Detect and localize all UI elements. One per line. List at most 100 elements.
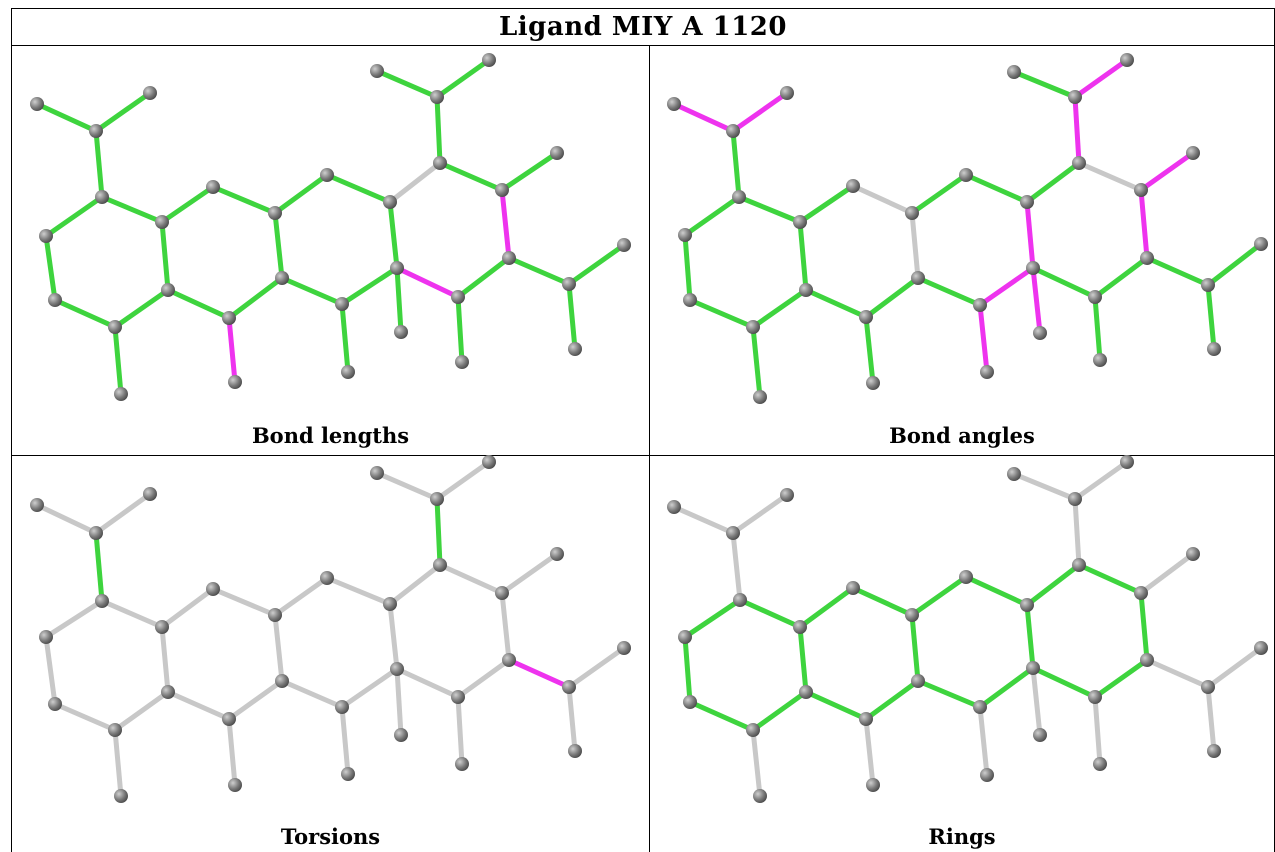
- bond-b18-b19: [963, 172, 1030, 205]
- atom-c24: [502, 653, 516, 667]
- atom-c32: [617, 641, 631, 655]
- atom-b24: [1140, 251, 1154, 265]
- atom-d26: [1186, 547, 1200, 561]
- bond-d27-d28: [1072, 496, 1082, 568]
- atom-c2: [143, 487, 157, 501]
- bond-d4-d5: [682, 597, 743, 640]
- bond-a28-a29: [374, 68, 440, 100]
- bond-c11-c12: [210, 586, 278, 618]
- bond-a12-a13: [272, 210, 285, 281]
- bond-a27-a28: [434, 94, 443, 166]
- bond-a24-a31: [506, 255, 572, 287]
- bond-a25-a26: [499, 150, 560, 193]
- bond-d31-d32: [1205, 645, 1264, 690]
- bond-b22-b23: [1092, 294, 1103, 363]
- bond-d24-d25: [1138, 590, 1150, 663]
- atom-d27: [1072, 558, 1086, 572]
- atom-b17: [980, 365, 994, 379]
- bond-b10-b4: [736, 194, 803, 225]
- atom-a14: [222, 311, 236, 325]
- panel-torsions: [30, 455, 631, 803]
- bond-d22-d23: [1092, 694, 1103, 767]
- bond-d20-d16: [977, 665, 1036, 710]
- bond-c7-c9: [112, 689, 171, 733]
- bond-c28-c29: [374, 470, 440, 502]
- atom-c30: [482, 455, 496, 469]
- bond-b25-b27: [1076, 160, 1144, 193]
- bond-b11-b12: [850, 183, 915, 216]
- atom-b23: [1093, 353, 1107, 367]
- bond-b9-b10: [797, 219, 809, 293]
- bond-b14-b15: [863, 314, 876, 386]
- bond-a20-a22: [394, 265, 461, 300]
- atom-c16: [335, 700, 349, 714]
- bond-a13-a16: [279, 275, 345, 307]
- bond-c22-c24: [455, 657, 512, 700]
- panel-bond-angles: [667, 53, 1268, 404]
- bond-a14-a15: [226, 315, 238, 385]
- bond-a18-a19: [324, 172, 393, 205]
- bond-a2-a3: [93, 90, 153, 134]
- atom-a9: [161, 283, 175, 297]
- atom-c1: [30, 498, 44, 512]
- atom-c23: [455, 757, 469, 771]
- bond-c24-c25: [499, 590, 512, 663]
- bond-a10-a4: [99, 194, 165, 225]
- atom-b30: [1120, 53, 1134, 67]
- bond-a14-a9: [165, 287, 232, 321]
- bond-a1-a3: [34, 101, 99, 134]
- bond-b19-b20: [1024, 199, 1036, 271]
- bond-b1-b3: [671, 101, 736, 134]
- bond-b6-b7: [687, 297, 756, 330]
- bond-c4-c5: [43, 598, 105, 640]
- atom-b28: [1068, 90, 1082, 104]
- atom-b16: [973, 298, 987, 312]
- atom-a10: [155, 215, 169, 229]
- atom-d28: [1068, 492, 1082, 506]
- atom-a23: [455, 355, 469, 369]
- bond-b4-b5: [682, 194, 742, 238]
- bond-c24-c31: [506, 657, 572, 690]
- bond-a20-a21: [394, 265, 404, 335]
- bond-d13-d16: [915, 678, 983, 710]
- atom-d15: [866, 778, 880, 792]
- atom-d13: [911, 674, 925, 688]
- atom-b22: [1088, 290, 1102, 304]
- bond-d12-d18: [909, 574, 969, 618]
- panel-bond-lengths: [30, 53, 631, 401]
- bond-d25-d27: [1076, 562, 1144, 596]
- bond-c20-c21: [394, 666, 404, 738]
- bond-a24-a25: [499, 187, 512, 261]
- bond-c13-c14: [226, 678, 285, 722]
- atom-c13: [275, 674, 289, 688]
- bond-d12-d13: [909, 612, 921, 684]
- atom-d4: [733, 593, 747, 607]
- atom-a32: [617, 238, 631, 252]
- atom-d23: [1093, 757, 1107, 771]
- bond-a19-a20: [387, 199, 400, 271]
- atom-a19: [383, 195, 397, 209]
- atom-c26: [550, 547, 564, 561]
- atom-b5: [678, 228, 692, 242]
- caption-bond-angles: Bond angles: [889, 422, 1035, 448]
- atom-c20: [390, 662, 404, 676]
- atom-c29: [370, 466, 384, 480]
- bond-d7-d9: [750, 689, 809, 733]
- atom-c25: [495, 586, 509, 600]
- atom-d8: [753, 789, 767, 803]
- atom-d1: [667, 500, 681, 514]
- atom-d3: [726, 526, 740, 540]
- atom-b2: [780, 86, 794, 100]
- bond-d7-d8: [750, 727, 763, 799]
- bond-c27-c28: [434, 496, 443, 568]
- bond-b2-b3: [730, 90, 790, 134]
- atom-a12: [268, 206, 282, 220]
- bond-b24-b25: [1138, 187, 1150, 261]
- atom-d10: [793, 620, 807, 634]
- atom-a6: [48, 293, 62, 307]
- bond-b31-b32: [1205, 241, 1264, 288]
- bond-b7-b9: [750, 287, 809, 330]
- atom-d16: [973, 700, 987, 714]
- bond-d10-d11: [797, 585, 856, 630]
- atom-a28: [430, 90, 444, 104]
